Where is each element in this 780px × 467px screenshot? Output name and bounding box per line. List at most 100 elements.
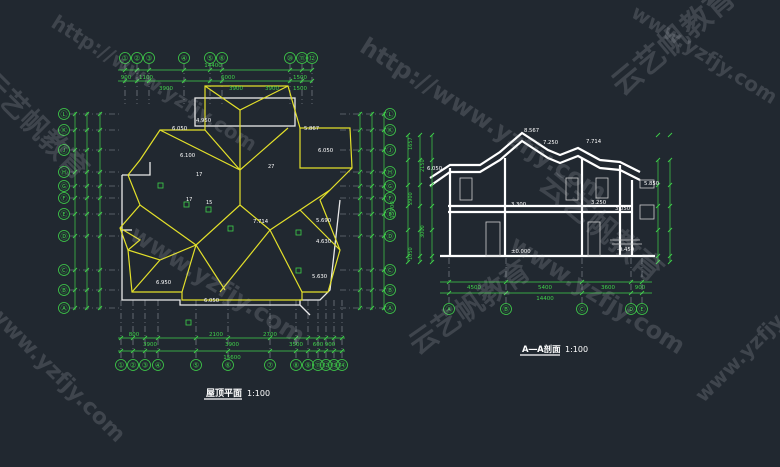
section-left-dims: 1657 2150 3000 2900 1050 xyxy=(408,137,426,260)
roof-mark: 17 xyxy=(186,197,192,203)
elevation-label: 3.250 xyxy=(591,200,607,206)
dimension-tick xyxy=(72,305,78,311)
plan-top-dim: 3900 xyxy=(229,86,243,92)
axis-bubble-label: ⑤ xyxy=(193,361,199,369)
dimension-tick xyxy=(97,183,103,189)
dimension-tick xyxy=(84,305,90,311)
plan-top-dim: 6000 xyxy=(221,75,235,81)
axis-bubble-circle xyxy=(152,359,164,371)
dimension-tick xyxy=(130,348,136,354)
dimension-tick xyxy=(225,335,231,341)
dimension-tick xyxy=(405,227,411,233)
dimension-tick xyxy=(405,253,411,259)
dimension-tick xyxy=(417,182,423,188)
dimension-tick xyxy=(405,157,411,163)
elevation-label: 5.867 xyxy=(304,126,319,132)
axis-bubble-circle xyxy=(216,52,228,64)
dimension-tick xyxy=(357,147,363,153)
axis-bubble-circle xyxy=(119,52,131,64)
axis-bubble-circle xyxy=(320,359,332,371)
dimension-tick xyxy=(429,182,435,188)
axis-bubble-left: Ⓙ xyxy=(58,144,70,156)
axis-bubble-circle xyxy=(143,52,155,64)
section-left-dim: 1657 xyxy=(408,137,414,150)
axis-bubble-circle xyxy=(306,52,318,64)
axis-bubble-label: Ⓓ xyxy=(61,232,68,240)
dimension-tick xyxy=(134,67,140,73)
axis-bubble-left: Ⓖ xyxy=(58,180,70,192)
plan-bottom-dim: 2100 xyxy=(209,332,223,338)
plan-bottom-dim: 2700 xyxy=(263,332,277,338)
axis-bubble-label: Ⓒ xyxy=(61,266,68,274)
dimension-tick xyxy=(146,67,152,73)
dimension-tick xyxy=(84,147,90,153)
axis-bubble-label: ② xyxy=(130,361,136,369)
dimension-tick xyxy=(72,233,78,239)
dimension-tick xyxy=(667,182,673,188)
section-walls xyxy=(429,131,655,258)
axis-bubble-right: Ⓒ xyxy=(384,264,396,276)
dimension-tick xyxy=(207,78,213,84)
dimension-tick xyxy=(118,335,124,341)
axis-bubble-circle xyxy=(296,52,308,64)
dimension-tick xyxy=(72,287,78,293)
dimension-tick xyxy=(357,195,363,201)
elevation-label: 3.300 xyxy=(511,202,527,208)
axis-bubble-right: Ⓓ xyxy=(384,230,396,242)
section-dimension-ticks xyxy=(405,132,673,296)
dimension-tick xyxy=(72,195,78,201)
axis-bubble-circle xyxy=(500,303,512,315)
elevation-label: 6.050 xyxy=(172,126,188,132)
axis-bubble-label: ⑬ xyxy=(331,361,338,369)
dimension-tick xyxy=(122,67,128,73)
dimension-tick xyxy=(639,279,645,285)
axis-bubble-label: ③ xyxy=(146,54,152,62)
axis-bubble-circle xyxy=(58,284,70,296)
dimension-tick xyxy=(331,348,337,354)
axis-bubble-top: ⑩ xyxy=(284,52,296,64)
dimension-tick xyxy=(181,78,187,84)
axis-bubble-right: Ⓗ xyxy=(384,166,396,178)
dimension-tick xyxy=(369,195,375,201)
dimension-tick xyxy=(429,259,435,265)
plan-top-dim-texts: 14400 900 1100 6000 1500 3900 3900 3900 … xyxy=(121,63,308,92)
axis-bubble-bottom: ⑪ xyxy=(312,359,324,371)
axis-bubble-label: ③ xyxy=(142,361,148,369)
section-openings xyxy=(459,177,655,257)
axis-bubble-circle xyxy=(115,359,127,371)
dimension-tick xyxy=(381,305,387,311)
axis-bubble-circle xyxy=(284,52,296,64)
axis-bubble-circle xyxy=(384,166,396,178)
axis-bubble-top: ⑤ xyxy=(204,52,216,64)
section-bottom-dim: 3600 xyxy=(601,285,615,291)
axis-bubble-circle xyxy=(328,359,340,371)
dimension-tick xyxy=(655,227,661,233)
axis-bubble-circle xyxy=(204,52,216,64)
dimension-tick xyxy=(503,279,509,285)
axis-bubble-right: Ⓔ xyxy=(384,208,396,220)
axis-bubble-bottom: ⑥ xyxy=(222,359,234,371)
dimension-tick xyxy=(667,227,673,233)
axis-bubble-circle xyxy=(384,302,396,314)
dimension-tick xyxy=(369,111,375,117)
axis-bubble-label: ① xyxy=(118,361,124,369)
section-bottom-total: 14400 xyxy=(536,296,554,302)
axis-bubble-circle xyxy=(139,359,151,371)
axis-bubble-left: Ⓛ xyxy=(58,108,70,120)
axis-bubble-circle xyxy=(384,208,396,220)
dimension-tick xyxy=(357,169,363,175)
axis-bubble-top: ⑪ xyxy=(296,52,308,64)
axis-bubble-bottom: ④ xyxy=(152,359,164,371)
dimension-tick xyxy=(72,127,78,133)
dimension-tick xyxy=(357,233,363,239)
dimension-tick xyxy=(579,279,585,285)
axis-bubble-circle xyxy=(576,303,588,315)
axis-bubble-top: ⑫ xyxy=(306,52,318,64)
axis-bubble-label: Ⓔ xyxy=(61,210,68,218)
axis-bubble-label: ⑭ xyxy=(339,361,346,369)
axis-bubble-circle xyxy=(58,180,70,192)
dimension-tick xyxy=(417,253,423,259)
axis-bubble-circle xyxy=(384,108,396,120)
axis-bubble-circle xyxy=(636,303,648,315)
